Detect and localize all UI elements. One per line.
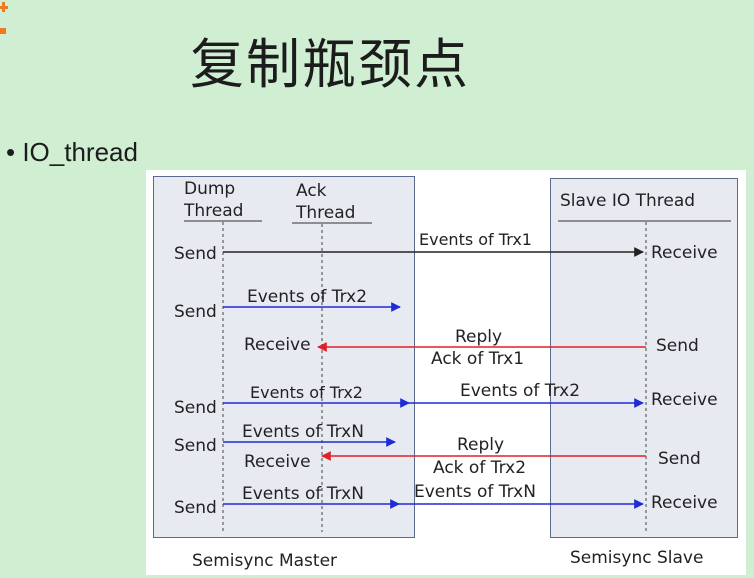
right-label-receive-2: Receive — [651, 390, 718, 410]
left-label-send-5: Send — [174, 498, 217, 518]
msg-reply-1: Reply — [455, 327, 503, 347]
msg-events-trx2-a: Events of Trx2 — [250, 383, 363, 402]
left-label-send-2: Send — [174, 302, 217, 322]
left-label-send-4: Send — [174, 436, 217, 456]
semisync-slave-label: Semisync Slave — [570, 548, 704, 568]
left-label-receive-2: Receive — [244, 452, 311, 472]
bullet-item: • IO_thread — [6, 137, 138, 167]
slave-box — [550, 178, 738, 538]
msg-events-trxn-internal: Events of TrxN — [242, 422, 364, 442]
right-label-send-1: Send — [656, 336, 699, 356]
brand-logo — [0, 2, 8, 34]
right-label-receive-1: Receive — [651, 243, 718, 263]
msg-events-trxn-a: Events of TrxN — [242, 484, 364, 504]
semisync-master-label: Semisync Master — [192, 551, 338, 571]
slave-io-thread-header: Slave IO Thread — [560, 191, 696, 211]
msg-ack-trx1: Ack of Trx1 — [431, 349, 525, 369]
bullet-text: IO_thread — [22, 137, 138, 167]
left-label-send-1: Send — [174, 244, 217, 264]
right-label-receive-3: Receive — [651, 493, 718, 513]
msg-events-trxn-b: Events of TrxN — [414, 482, 536, 502]
msg-ack-trx2: Ack of Trx2 — [433, 458, 527, 478]
diagram-lines — [184, 220, 731, 532]
right-label-send-2: Send — [658, 449, 701, 469]
left-label-receive-1: Receive — [244, 335, 311, 355]
msg-reply-2: Reply — [457, 435, 505, 455]
left-label-send-3: Send — [174, 398, 217, 418]
msg-events-trx2-internal: Events of Trx2 — [247, 287, 368, 307]
msg-events-trx1: Events of Trx1 — [419, 230, 532, 249]
master-box — [153, 176, 415, 538]
msg-events-trx2-b: Events of Trx2 — [460, 381, 581, 401]
page-title: 复制瓶颈点 — [190, 33, 470, 96]
